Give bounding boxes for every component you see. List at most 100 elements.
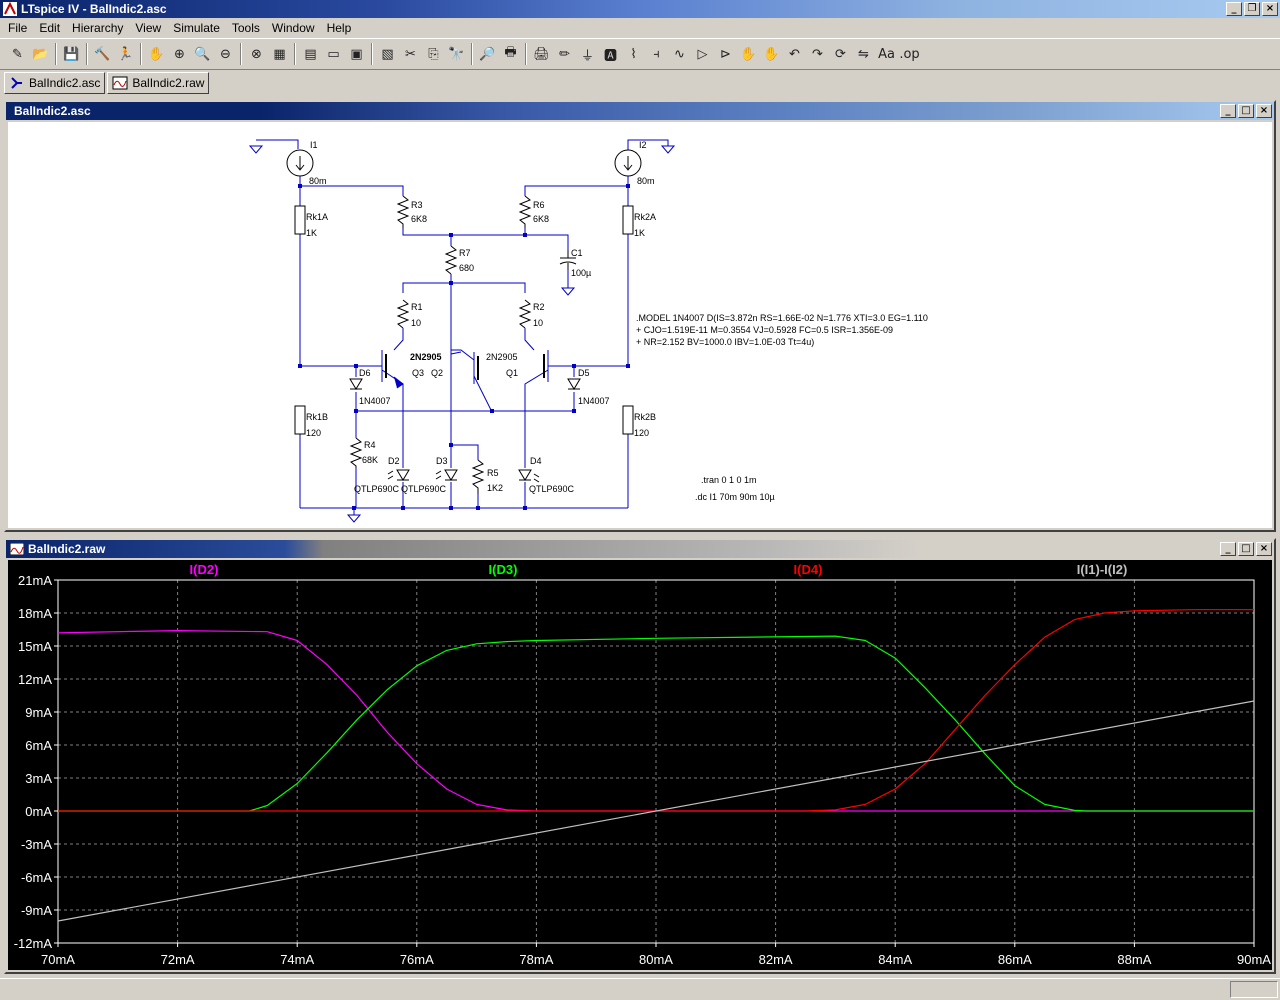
move-icon[interactable]: ✋ <box>740 46 757 62</box>
x-tick-label: 90mA <box>1237 952 1271 967</box>
toolbar: ✎ 📂 💾 🔨 🏃 ✋ ⊕ 🔍 ⊖ ⊗ ▦ ▤ ▭ ▣ ▧ ✂ ⎘ 🔭 🔎 🖶 🖨 ✏ ⏚ 🅰 ⌇ ⫞ ∿ ▷ ⊳ ✋ ✋ ↶ ↷ ⟳ ⇋ Aa.op <box>0 38 1280 70</box>
text-icon[interactable]: Aa <box>878 46 895 62</box>
x-tick-label: 80mA <box>639 952 673 967</box>
value-I1: 80m <box>309 176 327 186</box>
menu-hierarchy[interactable]: Hierarchy <box>72 21 124 35</box>
junctions <box>298 184 630 510</box>
cascade-h-icon[interactable]: ▭ <box>327 46 340 62</box>
menu-help[interactable]: Help <box>326 21 352 35</box>
cut-icon[interactable]: ✂ <box>405 46 416 62</box>
label-D2: D2 <box>388 456 400 466</box>
series-i-d3--line <box>58 635 1254 812</box>
label-R4: R4 <box>364 440 376 450</box>
toolbar-separator <box>371 43 373 65</box>
schematic-window: BalIndic2.asc _ □ × <box>4 100 1276 532</box>
wire-icon[interactable]: ✏ <box>559 46 570 62</box>
zoom-in-icon[interactable]: ⊕ <box>174 46 185 62</box>
close-all-icon[interactable]: ▧ <box>381 46 394 62</box>
label-Rk1B: Rk1B <box>306 412 328 422</box>
resistor-icon[interactable]: ⌇ <box>630 46 637 62</box>
open-icon[interactable]: 📂 <box>32 46 49 62</box>
halt-icon[interactable]: ✋ <box>148 46 165 62</box>
toolbar-separator <box>55 43 57 65</box>
waveform-icon <box>112 76 128 90</box>
save-icon[interactable]: 💾 <box>63 46 80 62</box>
tab-schematic[interactable]: BalIndic2.asc <box>4 72 106 94</box>
waveform-maximize-button[interactable]: □ <box>1238 542 1254 556</box>
label-Rk2B: Rk2B <box>634 412 656 422</box>
menu-file[interactable]: File <box>8 21 28 35</box>
schematic-maximize-button[interactable]: □ <box>1238 104 1254 118</box>
label-C1: C1 <box>571 248 583 258</box>
schematic-window-title: BalIndic2.asc <box>14 104 91 118</box>
legend-i-d2-: I(D2) <box>190 562 219 577</box>
value-D6: 1N4007 <box>359 396 391 406</box>
menu-window[interactable]: Window <box>271 21 315 35</box>
menu-edit[interactable]: Edit <box>39 21 61 35</box>
schematic-canvas[interactable]: I1 80m I2 80m R3 6K8 R6 6K8 Rk1A 1K Rk2A… <box>8 122 1272 528</box>
new-schematic-icon[interactable]: ✎ <box>12 46 23 62</box>
waveform-close-button[interactable]: × <box>1256 542 1272 556</box>
component-icon[interactable]: ⊳ <box>720 46 731 62</box>
ground-icon[interactable]: ⏚ <box>580 48 594 64</box>
status-bar <box>0 978 1280 1000</box>
print-preview-icon[interactable]: 🖶 <box>504 45 517 60</box>
label-Rk1A: Rk1A <box>306 212 328 222</box>
toolbar-separator <box>525 43 527 65</box>
label-I2: I2 <box>639 140 647 150</box>
restore-button[interactable]: ❐ <box>1244 2 1260 16</box>
status-pane <box>1230 981 1278 998</box>
mirror-icon[interactable]: ⇋ <box>858 46 869 62</box>
cascade-v-icon[interactable]: ▣ <box>350 46 363 62</box>
window-title: LTspice IV - BalIndic2.asc <box>21 2 167 16</box>
toolbar-separator <box>240 43 242 65</box>
menu-tools[interactable]: Tools <box>231 21 260 35</box>
minimize-button[interactable]: _ <box>1226 2 1242 16</box>
label-R5: R5 <box>487 468 499 478</box>
x-tick-label: 72mA <box>161 952 195 967</box>
part-2N2905-left: 2N2905 <box>410 352 442 362</box>
pan-icon[interactable]: 🔍 <box>194 46 211 62</box>
menu-simulate[interactable]: Simulate <box>173 21 220 35</box>
find-icon[interactable]: 🔭 <box>448 46 465 62</box>
schematic-close-button[interactable]: × <box>1256 104 1272 118</box>
undo-icon[interactable]: ↶ <box>789 46 800 62</box>
tile-icon[interactable]: ▤ <box>304 46 317 62</box>
value-R3: 6K8 <box>411 214 427 224</box>
print-icon[interactable]: 🖨 <box>533 46 550 62</box>
y-tick-label: -9mA <box>21 903 52 918</box>
label-D6: D6 <box>359 368 371 378</box>
redo-icon[interactable]: ↷ <box>812 46 823 62</box>
diode-icon[interactable]: ▷ <box>697 46 708 62</box>
toolbar-separator <box>140 43 142 65</box>
label-icon[interactable]: 🅰 <box>603 48 617 64</box>
menu-view[interactable]: View <box>135 21 162 35</box>
label-R3: R3 <box>411 200 423 210</box>
binoculars-icon[interactable]: 🔎 <box>479 46 496 62</box>
zoom-out-icon[interactable]: ⊖ <box>220 46 231 62</box>
value-R5: 1K2 <box>487 483 503 493</box>
copy-icon[interactable]: ⎘ <box>428 46 439 62</box>
legend-i-d3-: I(D3) <box>489 562 518 577</box>
value-D2: QTLP690C <box>354 484 400 494</box>
y-tick-label: 3mA <box>25 771 52 786</box>
x-tick-label: 74mA <box>280 952 314 967</box>
close-button[interactable]: × <box>1262 2 1278 16</box>
schematic-minimize-button[interactable]: _ <box>1220 104 1236 118</box>
control-panel-icon[interactable]: 🔨 <box>94 46 111 62</box>
rotate-icon[interactable]: ⟳ <box>835 46 846 62</box>
autorange-icon[interactable]: ▦ <box>273 46 286 62</box>
drag-icon[interactable]: ✋ <box>763 46 780 62</box>
x-tick-label: 86mA <box>998 952 1032 967</box>
value-D5: 1N4007 <box>578 396 610 406</box>
run-icon[interactable]: 🏃 <box>117 46 134 62</box>
tab-waveform[interactable]: BalIndic2.raw <box>107 72 210 94</box>
inductor-icon[interactable]: ∿ <box>674 46 685 62</box>
label-Q3: Q3 <box>412 368 424 378</box>
zoom-cancel-icon[interactable]: ⊗ <box>251 46 262 62</box>
spice-directive-icon[interactable]: .op <box>899 46 920 62</box>
capacitor-icon[interactable]: ⫞ <box>653 46 660 62</box>
waveform-minimize-button[interactable]: _ <box>1220 542 1236 556</box>
